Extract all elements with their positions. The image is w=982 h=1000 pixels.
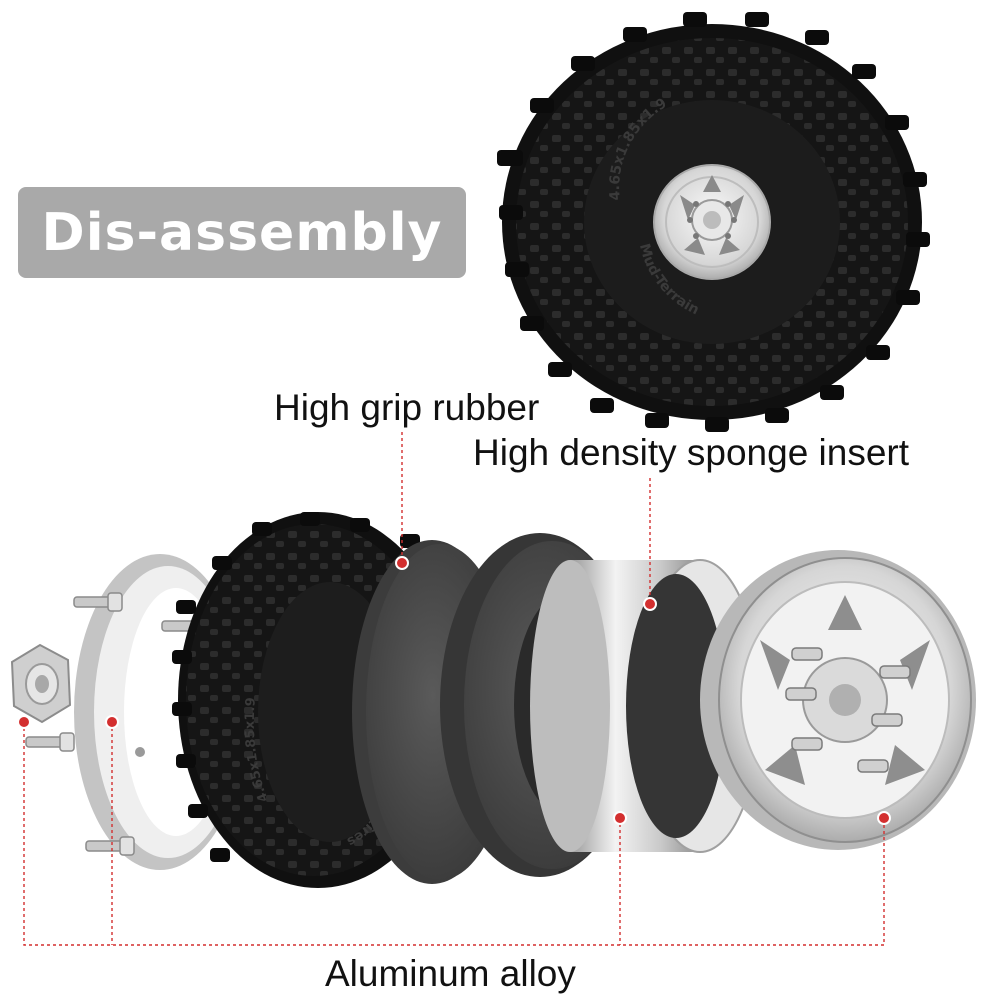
badge-title: Dis-assembly — [41, 202, 443, 263]
dis-assembly-badge: Dis-assembly — [18, 187, 466, 278]
outer-wheel-rim — [700, 550, 976, 850]
tire-tread-lugs — [497, 12, 930, 432]
leader-lines — [23, 432, 885, 946]
assembled-tire: 4.65x1.85x1.9 Mud-Terrain — [497, 12, 930, 432]
label-aluminum-alloy: Aluminum alloy — [325, 953, 576, 994]
leader-dots — [17, 556, 891, 825]
label-sponge-insert: High density sponge insert — [473, 432, 910, 473]
hex-hub — [10, 643, 72, 724]
label-high-grip-rubber: High grip rubber — [274, 387, 540, 428]
